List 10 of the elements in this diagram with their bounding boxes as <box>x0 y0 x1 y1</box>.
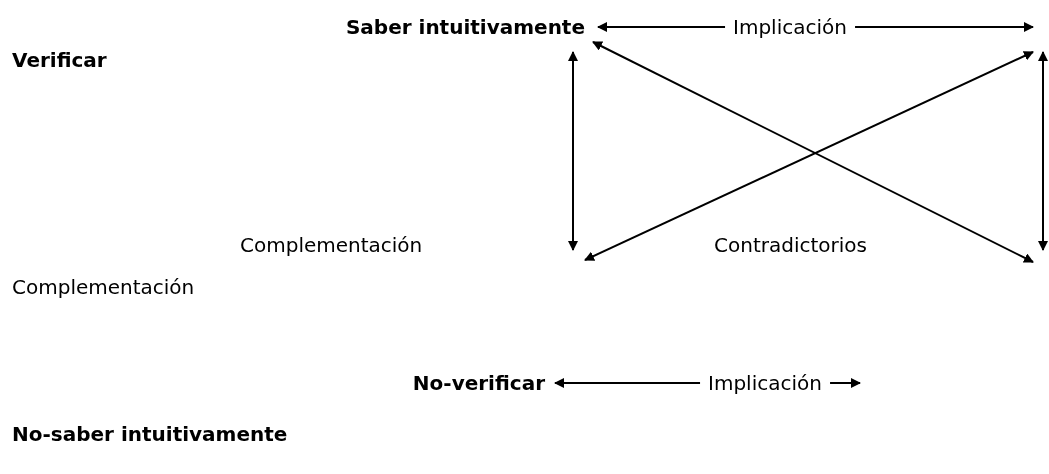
term-text: Complementación <box>240 233 423 257</box>
term-text: Complementación <box>12 275 195 299</box>
double-arrow <box>568 51 578 251</box>
edge-label: Implicación <box>700 371 830 395</box>
term-text: Saber intuitivamente <box>345 15 585 39</box>
term-text: Contradictorios <box>714 233 867 257</box>
term-text: Verificar <box>12 48 107 72</box>
edge-label: Implicación <box>725 15 855 39</box>
term-text: No-verificar <box>412 371 545 395</box>
term-text: No-saber intuitivamente <box>12 422 288 446</box>
